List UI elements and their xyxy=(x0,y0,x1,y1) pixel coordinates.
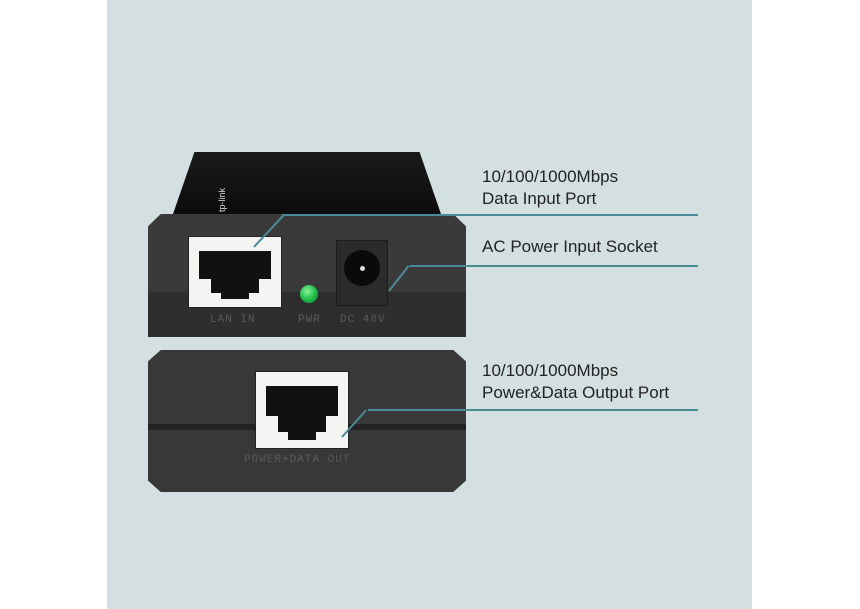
leader-line-data-input xyxy=(282,214,698,216)
power-led-indicator xyxy=(300,285,318,303)
dc-label: DC 48V xyxy=(340,314,386,326)
device-lid xyxy=(173,152,441,214)
poe-injector-bottom-unit: POWER+DATA OUT xyxy=(148,350,466,492)
callout-ac-power-socket: AC Power Input Socket xyxy=(482,237,658,256)
brand-logo: tp-link xyxy=(217,187,228,213)
leader-line-power-data-output xyxy=(368,409,698,411)
poe-injector-top-unit: LAN IN PWR DC 48V xyxy=(148,152,466,337)
pwr-label: PWR xyxy=(298,314,321,326)
power-data-out-port xyxy=(255,371,349,449)
lan-in-label: LAN IN xyxy=(210,314,256,326)
dc-power-socket xyxy=(336,240,388,306)
callout-power-data-output-port: 10/100/1000Mbps Power&Data Output Port xyxy=(482,361,670,402)
lan-in-port xyxy=(188,236,282,308)
callout-data-input-port: 10/100/1000Mbps Data Input Port xyxy=(482,167,619,208)
leader-line-ac-power xyxy=(410,265,698,267)
output-port-label: POWER+DATA OUT xyxy=(244,454,351,466)
